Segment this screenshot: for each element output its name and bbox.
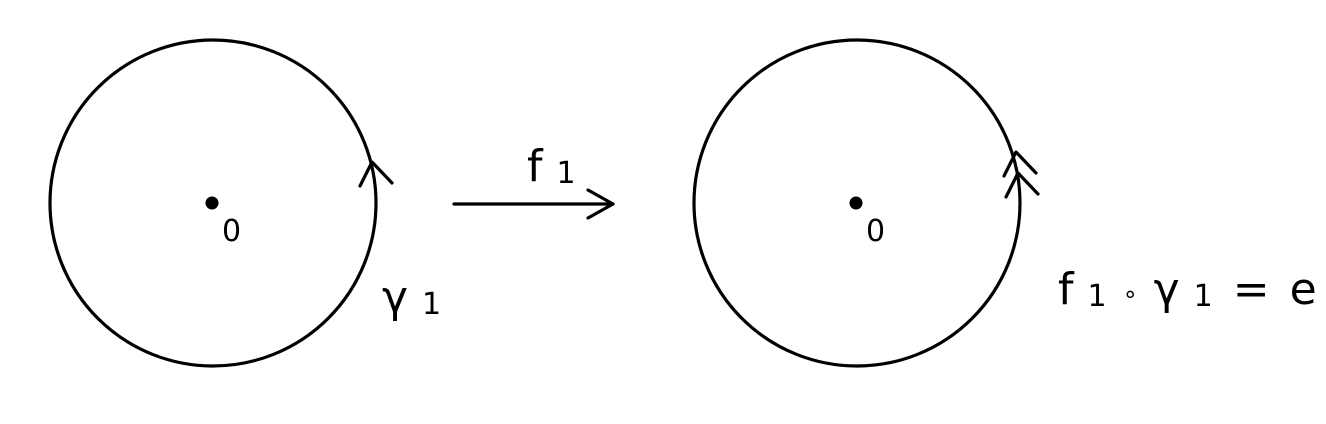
right-origin-point	[849, 196, 863, 210]
composition-equation: f 1 ∘ γ 1 = e 2it	[1058, 257, 1326, 317]
left-curve-label-symbol: γ	[382, 272, 408, 323]
right-circle-direction-arrow-1	[1002, 150, 1038, 178]
left-circle	[48, 38, 378, 368]
left-circle-direction-arrow	[358, 160, 394, 188]
right-circle-direction-arrow-2	[1004, 171, 1040, 199]
map-arrow-group: f 1	[452, 141, 615, 220]
eq-f-subscript: 1	[1088, 279, 1107, 314]
left-origin-label: 0	[222, 214, 241, 249]
right-origin-label: 0	[866, 214, 885, 249]
eq-compose-operator: ∘	[1123, 280, 1138, 308]
left-origin-point	[205, 196, 219, 210]
eq-gamma-subscript: 1	[1194, 279, 1213, 314]
left-curve-label-subscript: 1	[422, 287, 441, 322]
eq-equals: =	[1233, 264, 1270, 315]
map-arrow-label-symbol: f	[527, 141, 544, 192]
eq-f-symbol: f	[1058, 264, 1075, 315]
map-arrow-label-subscript: 1	[557, 156, 576, 191]
eq-gamma-symbol: γ	[1154, 264, 1180, 315]
map-arrow-head	[586, 188, 615, 220]
right-circle	[692, 38, 1022, 368]
left-panel: 0 γ 1	[48, 38, 441, 368]
left-curve-label: γ 1	[382, 272, 441, 323]
map-arrow-label: f 1	[527, 141, 576, 192]
right-panel: 0 f 1 ∘ γ 1 = e 2it	[692, 38, 1326, 368]
eq-base: e	[1290, 264, 1317, 315]
